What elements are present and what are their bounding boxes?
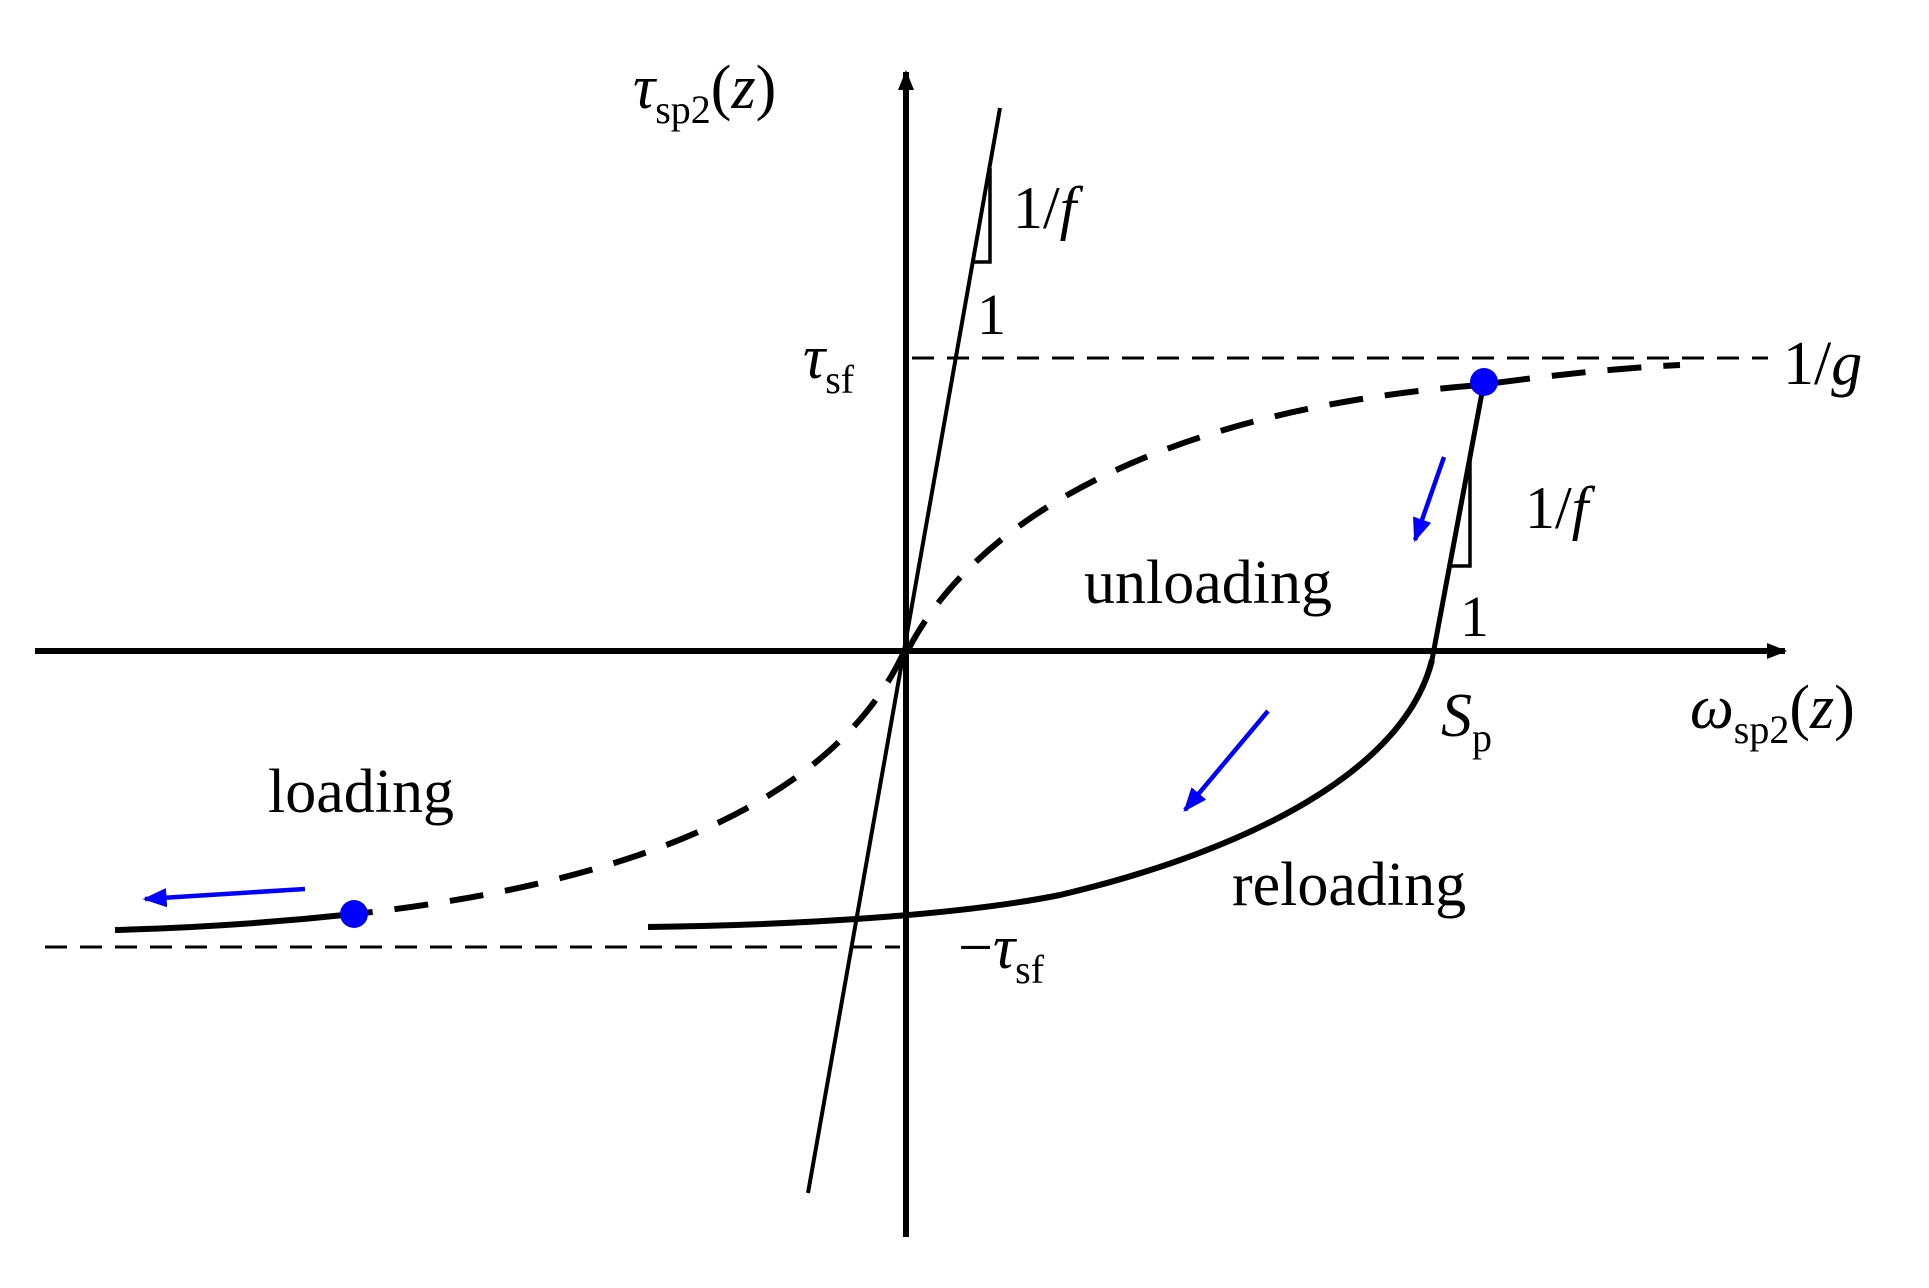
slope-top-run-label: 1 — [977, 282, 1006, 347]
sp-label: Sp — [1441, 682, 1492, 760]
unloading-point-marker — [1470, 368, 1498, 396]
slope-triangle-top — [973, 168, 992, 264]
slope-triangle-right — [1451, 455, 1472, 568]
reloading-arrow — [1183, 709, 1270, 812]
unloading-arrow — [1412, 456, 1447, 543]
y-axis-label: τsp2(z) — [633, 54, 776, 132]
backbone-curve-upper — [905, 362, 1681, 652]
elastic-line — [806, 107, 1002, 1194]
reloading-curve — [647, 659, 1435, 930]
asymptote-slope-label: 1/g — [1783, 330, 1862, 398]
reloading-label: reloading — [1232, 851, 1466, 919]
loading-label: loading — [268, 758, 454, 826]
tau-sf-label: τsf — [803, 324, 855, 402]
unloading-label: unloading — [1084, 549, 1332, 617]
slope-top-rise-label: 1/f — [1013, 175, 1084, 241]
neg-tau-sf-label: −τsf — [958, 914, 1045, 992]
x-axis-label: ωsp2(z) — [1690, 674, 1855, 752]
backbone-curve-lower — [354, 650, 907, 917]
loading-point-marker — [340, 900, 368, 928]
unloading-line — [1429, 381, 1487, 661]
slope-right-run-label: 1 — [1460, 584, 1489, 649]
loading-arrow — [142, 886, 306, 908]
slope-right-rise-label: 1/f — [1525, 475, 1596, 541]
loading-curve — [114, 911, 355, 933]
